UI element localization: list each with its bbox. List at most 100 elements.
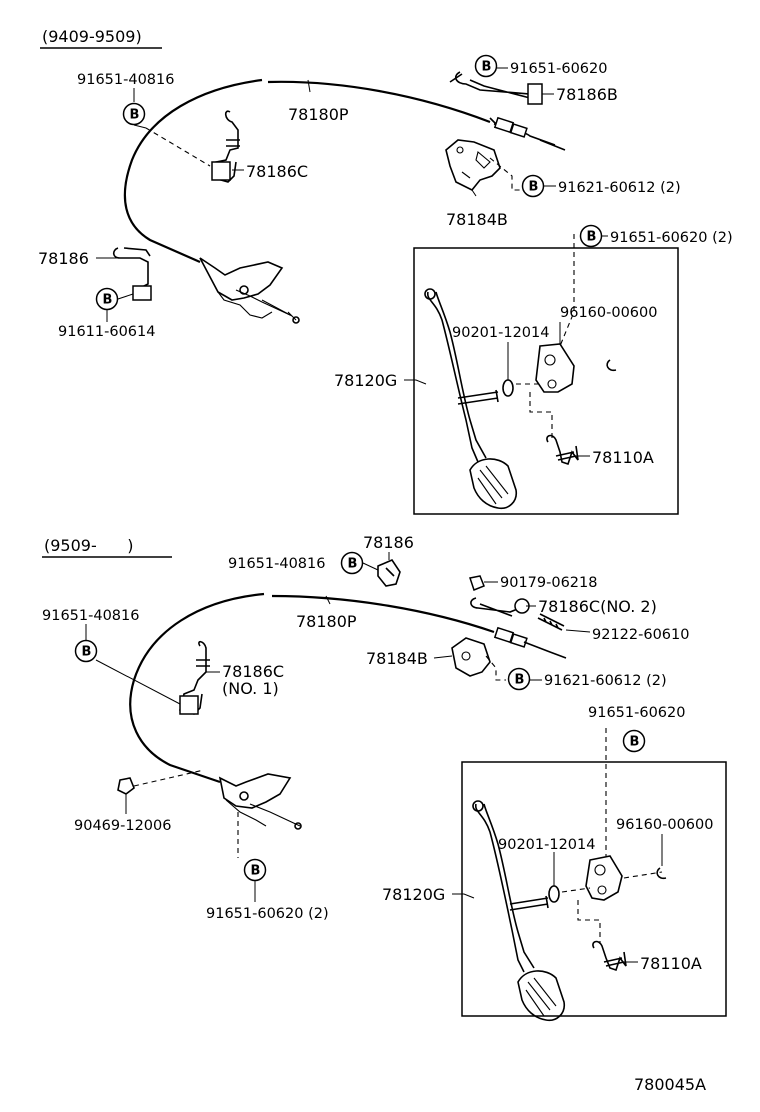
part-label-91651-40816-a: 91651-40816 — [77, 72, 175, 88]
part-label-96160-00600-b: 96160-00600 — [616, 817, 714, 833]
marker-b-7: B — [74, 639, 98, 663]
part-label-92122-60610: 92122-60610 — [592, 627, 690, 643]
part-label-90179-06218: 90179-06218 — [500, 575, 598, 591]
dashed-link-1c — [559, 234, 575, 347]
pedal-bracket-1 — [199, 257, 284, 301]
svg-text:B: B — [515, 673, 525, 688]
part-label-78184b-b: 78184B — [366, 649, 428, 668]
bolt-92122 — [537, 613, 565, 631]
clip-90469 — [117, 777, 135, 795]
svg-text:B: B — [587, 230, 597, 245]
e-clip-2 — [656, 867, 667, 880]
section-1994-1995: (9409-9509) — [38, 27, 733, 515]
svg-text:B: B — [130, 108, 140, 123]
detail-box-1 — [413, 247, 679, 515]
marker-b-9: B — [622, 729, 646, 753]
part-label-78120g-a: 78120G — [334, 371, 397, 390]
part-label-78184b-a: 78184B — [446, 210, 508, 229]
cable-1-tip-ball — [292, 316, 300, 324]
svg-text:B: B — [630, 735, 640, 750]
part-label-78186c-no1: 78186C — [222, 662, 284, 681]
bracket-78184b-1 — [445, 139, 501, 192]
cable-2-tip-ball — [294, 822, 302, 830]
clamp-78186-1-block — [132, 285, 152, 301]
marker-b-5: B — [579, 224, 603, 248]
part-label-78180p-b: 78180P — [296, 612, 357, 631]
pedal-pad-1-grip — [477, 465, 509, 505]
bracket-78184b-2 — [451, 637, 491, 677]
leader-2e — [85, 624, 181, 705]
pedal-pad-2-grip — [525, 977, 557, 1017]
marker-b-3: B — [521, 174, 545, 198]
part-label-91621-60612-b: 91621-60612 (2) — [544, 673, 667, 689]
dashed-link-2a — [133, 769, 205, 787]
accelerator-cable-1 — [123, 78, 263, 264]
bracket-78184b-2-hole — [461, 651, 471, 661]
part-label-78110a-b: 78110A — [640, 954, 702, 973]
part-label-78120g-b: 78120G — [382, 885, 445, 904]
part-label-91651-40816-c: 91651-40816 — [42, 608, 140, 624]
washer-1 — [502, 379, 514, 397]
pedal-pad-2 — [517, 970, 566, 1022]
leader-1m — [404, 379, 427, 385]
pedal-arm-1 — [426, 291, 487, 463]
leader-2g — [565, 629, 591, 633]
clip-78186c-2-block — [179, 695, 199, 715]
bracket-hole-1 — [544, 354, 556, 366]
part-label-90201-12014-a: 90201-12014 — [452, 325, 550, 341]
part-label-78180p-a: 78180P — [288, 105, 349, 124]
pedal-arm-2 — [474, 803, 535, 973]
pedal-bracket-2 — [218, 773, 292, 809]
dashed-link-1e — [529, 392, 553, 438]
marker-b-10: B — [243, 858, 267, 882]
marker-b-1: B — [122, 102, 146, 126]
part-label-78110a-a: 78110A — [592, 448, 654, 467]
part-label-78186c-a: 78186C — [246, 162, 308, 181]
washer-2 — [548, 885, 560, 903]
part-label-78186-a: 78186 — [38, 249, 89, 268]
detail-box-2 — [461, 761, 727, 1017]
section-1995-on: (9509- ) — [42, 533, 727, 1022]
bracket-1-bolt — [239, 285, 249, 295]
cable-end-nut-1b — [509, 123, 528, 138]
part-label-91621-60612-a: 91621-60612 (2) — [558, 180, 681, 196]
cable-end-nut-1 — [493, 116, 515, 134]
bracket-2-bolt — [239, 791, 249, 801]
part-label-91651-60620-d: 91651-60620 (2) — [206, 906, 329, 922]
accelerator-cable-1-upper — [267, 80, 491, 124]
accelerator-cable-2-upper — [271, 594, 495, 634]
pedal-pad-1 — [469, 458, 518, 510]
marker-b-4: B — [95, 287, 119, 311]
part-label-90201-12014-b: 90201-12014 — [498, 837, 596, 853]
part-label-91651-40816-b: 91651-40816 — [228, 556, 326, 572]
bracket-2-detail — [225, 799, 301, 827]
pedal-bracket-96160-1 — [535, 343, 575, 393]
return-spring-1 — [546, 434, 579, 466]
return-spring-2 — [592, 940, 627, 972]
svg-text:B: B — [482, 60, 492, 75]
cable-end-nut-2 — [493, 626, 515, 644]
leader-2f — [325, 595, 331, 605]
bracket-1-detail — [217, 289, 291, 319]
pedal-arm-2-eye — [472, 800, 484, 812]
leader-1j — [106, 293, 134, 322]
part-label-78186c-no2: 78186C(NO. 2) — [538, 597, 657, 616]
bracket-78184b-1-hole — [456, 146, 464, 154]
svg-text:B: B — [103, 293, 113, 308]
marker-b-2: B — [474, 54, 498, 78]
part-label-78186-b: 78186 — [363, 533, 414, 552]
cable-1-tip — [261, 299, 297, 321]
dashed-link-2d — [561, 871, 663, 893]
part-label-91651-60620-c: 91651-60620 — [588, 705, 686, 721]
leader-1a — [133, 88, 147, 129]
dashed-link-2b — [485, 655, 506, 681]
bracket-78184b-1-tab — [461, 151, 491, 179]
clip-78186b-1-block — [527, 83, 543, 105]
bracket-hole-2b — [597, 885, 607, 895]
svg-text:B: B — [348, 557, 358, 572]
clip-78186c-1-block — [211, 161, 231, 181]
part-label-96160-00600-a: 96160-00600 — [560, 305, 658, 321]
bracket-hole-2 — [594, 864, 606, 876]
clip-78186c-2b — [470, 597, 521, 617]
